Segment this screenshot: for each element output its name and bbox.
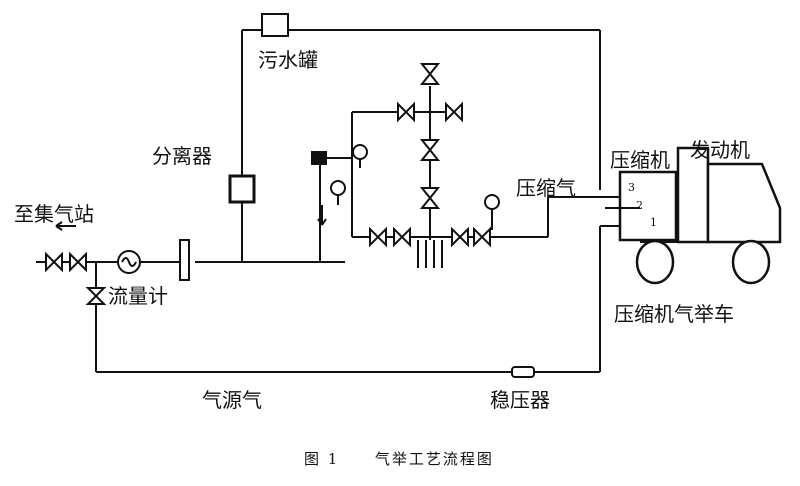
valve-icon: [473, 226, 491, 248]
valve-icon: [85, 287, 107, 305]
valve-icon: [397, 101, 415, 123]
flow-meter-icon: [117, 250, 141, 274]
valve-icon: [419, 63, 441, 85]
pressure-gauge-icon: [352, 144, 368, 168]
inlet-valves: [45, 239, 190, 305]
label-source-gas: 气源气: [202, 388, 262, 412]
valve-icon: [419, 139, 441, 161]
separator-vessel: [228, 174, 256, 204]
port-label-2: 2: [636, 199, 643, 212]
valve-icon: [445, 101, 463, 123]
label-engine: 发动机: [690, 138, 750, 162]
valve-icon: [69, 251, 87, 273]
wellhead-valves: [369, 63, 491, 268]
figure-title: 气举工艺流程图: [374, 450, 494, 468]
label-separator: 分离器: [152, 144, 212, 168]
pressure-gauge-icon: [484, 194, 500, 230]
label-flow-meter: 流量计: [108, 284, 168, 308]
label-stabilizer: 稳压器: [490, 388, 550, 412]
valve-icon: [393, 226, 411, 248]
label-compressed-gas: 压缩气: [516, 176, 576, 200]
valve-icon: [369, 226, 387, 248]
valve-icon: [451, 226, 469, 248]
label-sewage-tank: 污水罐: [258, 48, 318, 72]
label-to-gathering-station: 至集气站: [14, 202, 94, 226]
figure-caption: 图 1 气举工艺流程图: [304, 452, 494, 467]
compressor-box: [618, 170, 678, 242]
label-compressor: 压缩机: [610, 148, 670, 172]
valve-icon: [419, 187, 441, 209]
port-label-1: 1: [650, 216, 657, 229]
sewage-tank-vessel: [261, 13, 289, 37]
gas-lift-truck: [605, 146, 782, 285]
engine-box: [676, 146, 710, 244]
wheel-icon: [635, 239, 675, 285]
stabilizer-icon: [511, 366, 535, 378]
flow-arrows: [55, 205, 327, 231]
orifice-plate-icon: [179, 239, 190, 281]
truck-cab: [706, 162, 782, 244]
wheel-icon: [731, 239, 771, 285]
label-compressor-gaslift-truck: 压缩机气举车: [614, 302, 734, 326]
pipelines: [36, 29, 640, 373]
regulator-icon: [311, 151, 352, 165]
port-label-3: 3: [628, 181, 635, 194]
pressure-gauge-icon: [330, 180, 346, 205]
figure-number: 图 1: [304, 450, 340, 468]
valve-icon: [45, 251, 63, 273]
